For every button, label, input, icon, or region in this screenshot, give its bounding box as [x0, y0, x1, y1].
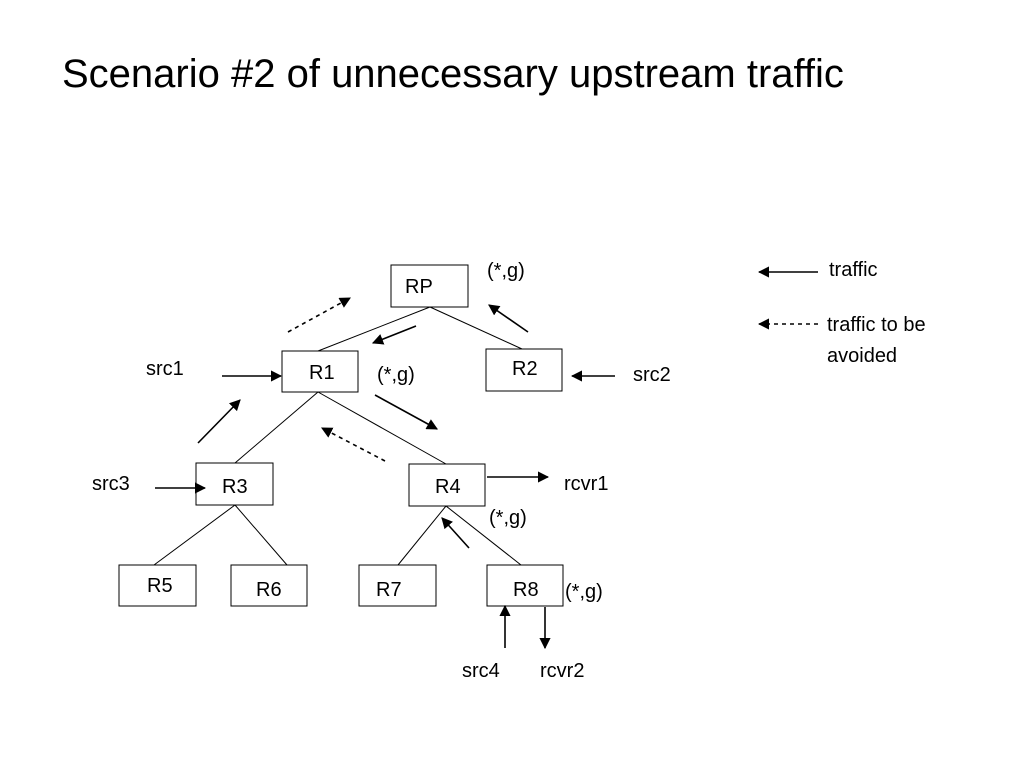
avoided-traffic-arrows: [287, 297, 386, 462]
node-r2-label: R2: [512, 358, 538, 380]
src3-label: src3: [92, 473, 130, 495]
r4-state-label: (*,g): [489, 507, 527, 529]
rp-state-label: (*,g): [487, 260, 525, 282]
legend: traffic traffic to be avoided: [757, 259, 926, 367]
node-r1-label: R1: [309, 362, 335, 384]
legend-traffic-label: traffic: [829, 259, 878, 281]
arrow-rp-to-r1: [371, 325, 417, 345]
edge-r4-r7: [397, 505, 447, 566]
edge-rp-r2: [429, 306, 523, 350]
node-r7: R7: [358, 564, 437, 607]
legend-avoided-label-line2: avoided: [827, 345, 897, 367]
node-r5: R5: [118, 564, 197, 607]
rcvr2-label: rcvr2: [540, 660, 584, 682]
edge-r1-r4: [317, 391, 447, 465]
node-r7-label: R7: [376, 579, 402, 601]
node-r2: R2: [485, 348, 563, 392]
edge-rp-r1: [317, 306, 431, 352]
node-rp-label: RP: [405, 276, 433, 298]
node-r8: R8: [486, 564, 564, 607]
arrow-avoided-r4-to-r1: [321, 427, 386, 462]
edge-r3-r5: [153, 504, 236, 566]
node-r3-label: R3: [222, 476, 248, 498]
r8-state-label: (*,g): [565, 581, 603, 603]
node-r4: R4: [408, 463, 486, 507]
legend-avoided-label-line1: traffic to be: [827, 314, 926, 336]
node-r5-label: R5: [147, 575, 173, 597]
diagram-labels: (*,g) (*,g) (*,g) (*,g) src1 src2 src3 s…: [92, 260, 671, 682]
arrow-r2-to-rp: [488, 304, 529, 333]
tree-edges: [153, 306, 523, 566]
arrow-r1-to-r4: [374, 394, 438, 430]
src2-label: src2: [633, 364, 671, 386]
r1-state-label: (*,g): [377, 364, 415, 386]
edge-r3-r6: [234, 504, 288, 566]
node-r3: R3: [195, 462, 274, 506]
src4-label: src4: [462, 660, 500, 682]
node-r4-label: R4: [435, 476, 461, 498]
node-r6-label: R6: [256, 579, 282, 601]
traffic-arrows: [155, 304, 615, 650]
slide-title: Scenario #2 of unnecessary upstream traf…: [62, 52, 844, 96]
arrow-r8-to-r4: [441, 517, 470, 549]
node-rp: RP: [390, 264, 469, 308]
node-r8-label: R8: [513, 579, 539, 601]
node-r6: R6: [230, 564, 308, 607]
rcvr1-label: rcvr1: [564, 473, 608, 495]
node-r1: R1: [281, 350, 359, 393]
src1-label: src1: [146, 358, 184, 380]
arrow-r3-to-r1: [197, 399, 241, 444]
edge-r1-r3: [234, 391, 319, 464]
arrow-avoided-r1-to-rp: [287, 297, 351, 333]
edge-r4-r8: [445, 505, 522, 566]
